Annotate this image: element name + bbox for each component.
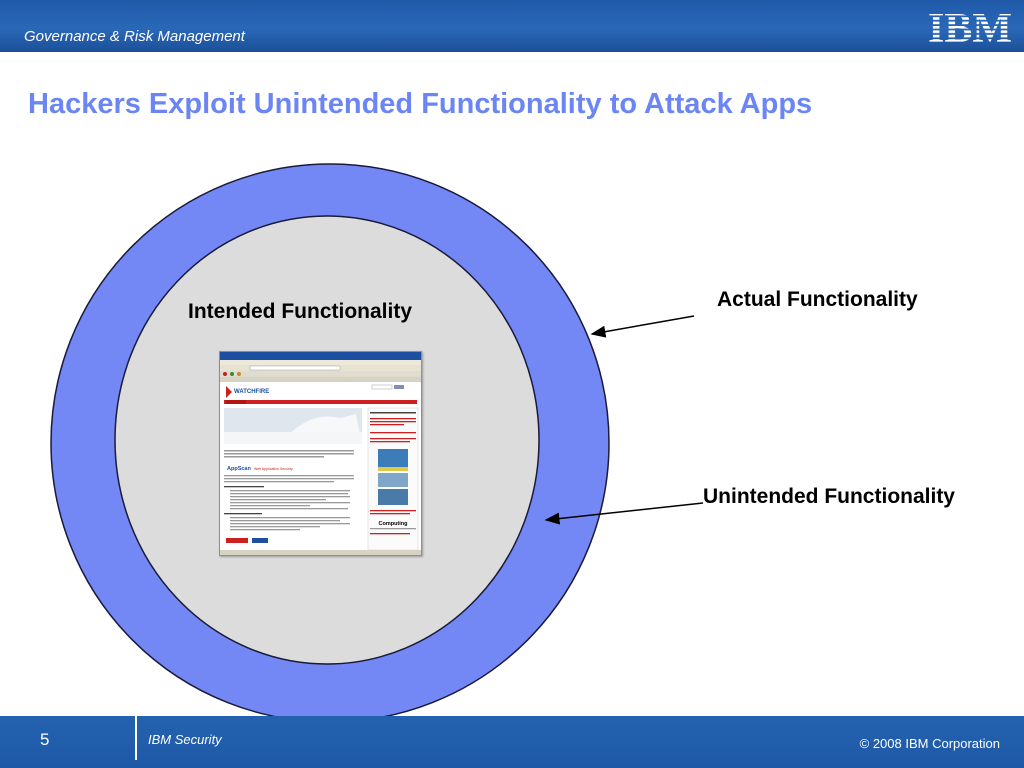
svg-text:IBM: IBM (928, 6, 1012, 48)
copyright-text: © 2008 IBM Corporation (859, 736, 1000, 751)
section-title: Governance & Risk Management (24, 28, 245, 45)
unintended-functionality-arrow (544, 502, 704, 525)
actual-functionality-label: Actual Functionality (717, 288, 918, 311)
page-number: 5 (40, 730, 50, 749)
svg-text:Web Application Security: Web Application Security (254, 467, 293, 471)
header-bar: Governance & Risk Management IBM (0, 0, 1024, 52)
actual-functionality-arrow (590, 315, 695, 338)
footer-bar: 5 IBM Security © 2008 IBM Corporation (0, 716, 1024, 768)
website-screenshot: WATCHFIRE AppScan Web Application Securi… (219, 351, 422, 556)
svg-text:WATCHFIRE: WATCHFIRE (234, 389, 269, 395)
unintended-functionality-label: Unintended Functionality (703, 485, 955, 508)
footer-divider (135, 716, 137, 760)
intended-functionality-label: Intended Functionality (188, 300, 412, 323)
svg-text:AppScan: AppScan (227, 466, 251, 472)
ibm-logo: IBM (928, 6, 1012, 48)
slide-title: Hackers Exploit Unintended Functionality… (28, 88, 813, 120)
website-screenshot-image: WATCHFIRE AppScan Web Application Securi… (220, 352, 421, 555)
svg-text:Computing: Computing (378, 521, 407, 527)
footer-brand: IBM Security (148, 732, 222, 747)
